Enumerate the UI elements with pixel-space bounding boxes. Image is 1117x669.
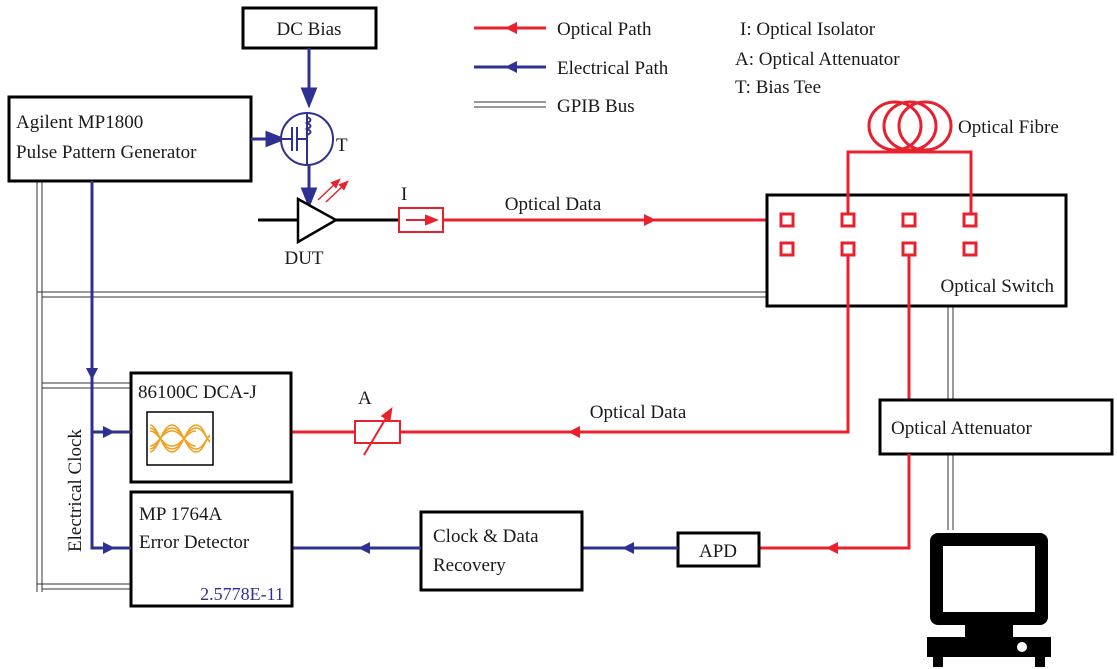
clock-wire <box>90 181 131 550</box>
optical-fibre-coil <box>846 100 973 214</box>
apd-box <box>676 531 761 568</box>
ed-label-line1: MP 1764A <box>139 504 223 525</box>
optical-data-top-arrow <box>644 214 656 226</box>
legend-electrical-label: Electrical Path <box>557 58 669 79</box>
isolator-label: I <box>401 184 407 205</box>
legend-gpib-label: GPIB Bus <box>557 96 635 117</box>
legend: Optical Path Electrical Path GPIB Bus I:… <box>474 19 900 117</box>
ppg-label-line2: Pulse Pattern Generator <box>16 142 197 163</box>
apd-input-arrow <box>826 542 838 554</box>
computer-icon <box>927 533 1051 667</box>
optical-attenuator-box <box>878 398 1114 456</box>
bias-tee <box>280 112 334 166</box>
clock-to-ed-arrow <box>103 542 115 554</box>
optical-data-mid-label: Optical Data <box>590 402 687 423</box>
clock-junction-arrow <box>86 368 98 380</box>
dut-emission-arrow-2 <box>325 180 349 203</box>
eye-diagram <box>149 424 211 453</box>
cdr-label-line2: Recovery <box>433 555 506 576</box>
dut-label: DUT <box>284 248 323 269</box>
dut-amplifier <box>258 196 350 245</box>
legend-key-attenuator: A: Optical Attenuator <box>735 49 900 70</box>
cdr-box <box>419 510 584 592</box>
bias-tee-label: T <box>336 135 348 156</box>
optical-switch-label: Optical Switch <box>941 276 1055 297</box>
legend-optical-arrow <box>505 22 517 34</box>
ppg-box <box>7 95 253 183</box>
optical-data-mid-arrow <box>568 426 580 438</box>
legend-optical-label: Optical Path <box>557 19 652 40</box>
apd-to-cdr-arrow <box>622 542 634 554</box>
switch-ports <box>779 212 978 257</box>
dc-bias-label: DC Bias <box>277 19 342 40</box>
electrical-clock-label: Electrical Clock <box>65 429 86 552</box>
attenuator-label: A <box>358 388 372 409</box>
dca-label: 86100C DCA-J <box>138 382 257 403</box>
optical-attenuator-to-apd-wire <box>759 454 911 550</box>
optical-data-top-label: Optical Data <box>505 194 602 215</box>
cdr-to-ed-arrow <box>358 542 370 554</box>
optical-fibre-label: Optical Fibre <box>958 117 1059 138</box>
optical-attenuator-label: Optical Attenuator <box>891 418 1033 439</box>
ppg-label-line1: Agilent MP1800 <box>16 112 143 133</box>
apd-label: APD <box>699 541 737 562</box>
legend-electrical-arrow <box>505 61 517 73</box>
switch-to-dca-wire <box>400 255 850 434</box>
legend-key-isolator: I: Optical Isolator <box>740 19 876 40</box>
eye-diagram-screen <box>146 411 214 466</box>
dut-emission-arrow-1 <box>317 178 341 201</box>
ed-label-line2: Error Detector <box>139 532 250 553</box>
legend-key-bias-tee: T: Bias Tee <box>735 77 821 98</box>
clock-to-dca-arrow <box>103 426 115 438</box>
ed-reading: 2.5778E-11 <box>200 584 284 604</box>
cdr-label-line1: Clock & Data <box>433 526 539 547</box>
attenuator-arrow <box>363 406 393 456</box>
